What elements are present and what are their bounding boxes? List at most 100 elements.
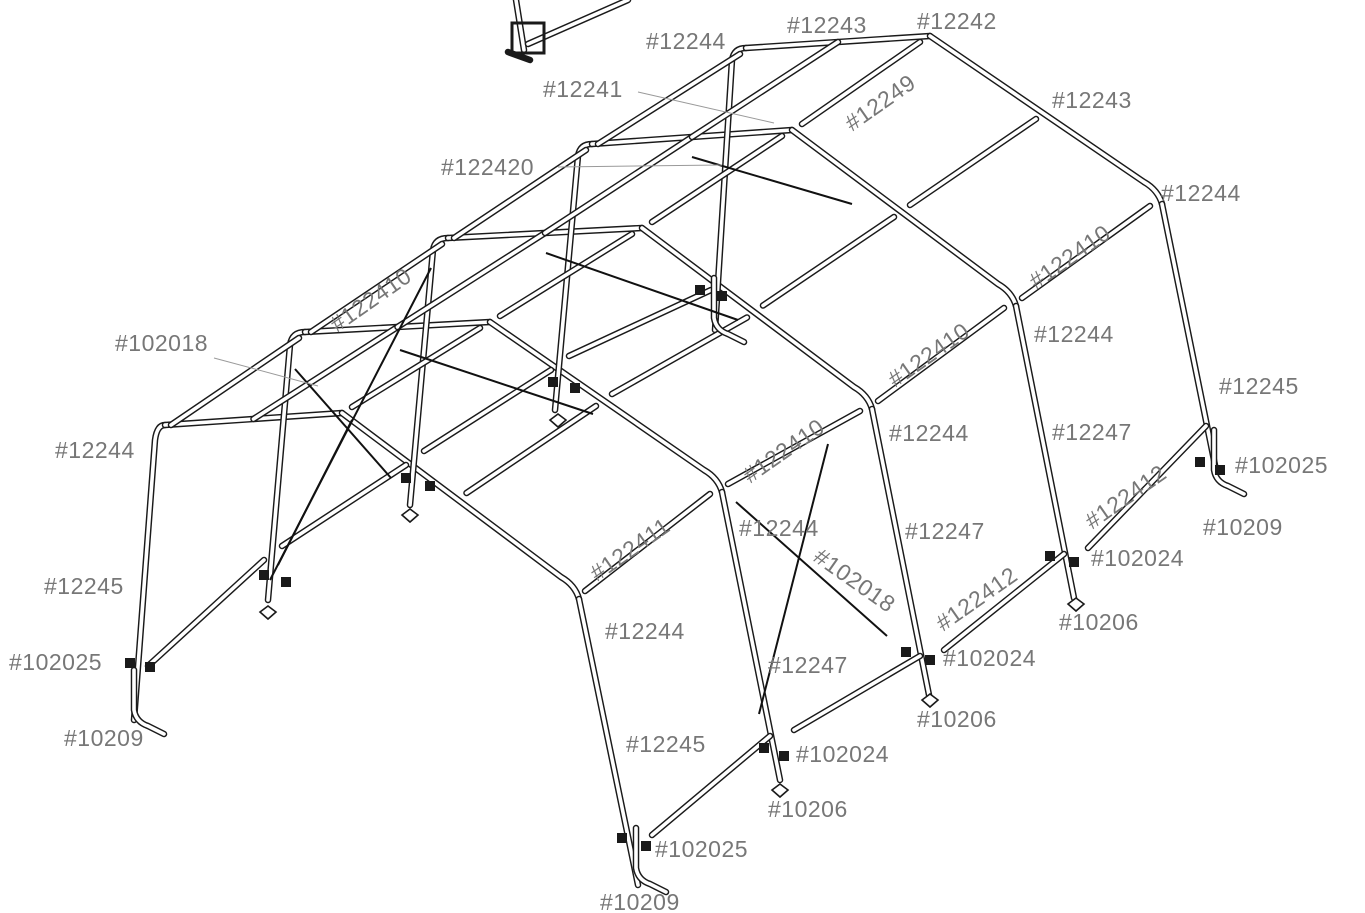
purlin-segment [565, 286, 715, 360]
corner-clamp [570, 383, 580, 393]
part-label: #12241 [543, 76, 623, 102]
part-label: #10209 [64, 725, 144, 751]
part-label: #10206 [1059, 609, 1139, 635]
part-label: #12244 [646, 28, 726, 54]
bow-right-leg [575, 595, 642, 889]
purlin-segment [1018, 202, 1154, 302]
part-label: #102018 [115, 330, 208, 356]
part-label: #122412 [1080, 459, 1171, 534]
bracing-cables [269, 156, 888, 715]
corner-clamp [281, 577, 291, 587]
part-label: #122410 [738, 413, 829, 488]
part-label: #102024 [796, 741, 889, 767]
corner-clamp [1215, 465, 1225, 475]
corner-clamp [901, 647, 911, 657]
purlin-segment [648, 132, 786, 226]
purlin-segment [724, 407, 864, 488]
part-label: #10209 [1203, 514, 1283, 540]
corner-clamp [145, 662, 155, 672]
part-label: #12245 [626, 731, 706, 757]
purlin-segment [167, 334, 303, 429]
purlin-segment [798, 38, 924, 128]
part-label: #12242 [917, 8, 997, 34]
base-plate [770, 783, 790, 799]
purlin-segment [790, 652, 924, 734]
purlin-segment [648, 732, 774, 839]
bow-right-rafter [926, 32, 1166, 208]
purlin-segment [759, 213, 898, 309]
corner-clamp [617, 833, 627, 843]
part-label: #12243 [1052, 87, 1132, 113]
part-label: #122411 [585, 512, 675, 586]
corner-clamp [401, 473, 411, 483]
hardware [125, 285, 1225, 851]
part-label: #12244 [739, 515, 819, 541]
base-plate [920, 693, 940, 709]
part-label: #12243 [787, 12, 867, 38]
part-label: #10206 [768, 796, 848, 822]
part-label: #12247 [905, 518, 985, 544]
part-label: #12244 [889, 420, 969, 446]
back-left-foot [710, 274, 748, 346]
purlin-segment [688, 38, 842, 141]
bow-left-leg [264, 328, 309, 604]
base-plate [548, 413, 568, 429]
purlin-segment [144, 556, 268, 670]
inset-detail [504, 0, 632, 64]
corner-clamp [1069, 557, 1079, 567]
corner-clamp [125, 658, 135, 668]
corner-clamp [425, 481, 435, 491]
part-label: #12244 [1034, 321, 1114, 347]
bow-right-leg [718, 488, 784, 784]
corner-clamp [759, 743, 769, 753]
purlin-segment [541, 133, 696, 237]
part-label: #12245 [1219, 373, 1299, 399]
corner-clamp [1195, 457, 1205, 467]
bow-right-leg [1012, 302, 1078, 602]
part-label: #12247 [768, 652, 848, 678]
part-label: #102025 [655, 836, 748, 862]
purlin-segment [581, 490, 714, 595]
front-right-foot [632, 824, 670, 896]
purlin-segment [463, 402, 600, 497]
part-label: #122410 [1024, 219, 1115, 294]
purlin-segment [496, 230, 636, 320]
part-label: #102024 [943, 645, 1036, 671]
corner-clamp [779, 751, 789, 761]
corner-clamp [695, 285, 705, 295]
purlin-segment [250, 323, 401, 423]
part-label: #12244 [55, 437, 135, 463]
purlin-segment [450, 146, 590, 242]
part-label: #10209 [600, 889, 680, 913]
corner-clamp [925, 655, 935, 665]
corner-clamp [259, 570, 269, 580]
purlin-segment [1084, 422, 1210, 552]
corner-clamp [641, 841, 651, 851]
back-right-foot [1210, 426, 1248, 498]
part-label: #122410 [883, 317, 974, 392]
base-plate [258, 605, 278, 621]
frame-pipes [130, 32, 1248, 896]
purlin-segment [307, 240, 446, 336]
base-plate [400, 508, 420, 524]
part-label: #10206 [917, 706, 997, 732]
part-label: #12245 [44, 573, 124, 599]
part-label: #12249 [840, 69, 920, 136]
purlin-segment [906, 115, 1040, 209]
corner-clamp [717, 291, 727, 301]
corner-clamp [548, 377, 558, 387]
bow-right-rafter [486, 318, 726, 496]
bow-left-leg [130, 421, 169, 724]
part-label: #12247 [1052, 419, 1132, 445]
part-labels: #12244 #12243 #12242 #12241 #12249 #1224… [9, 8, 1328, 913]
part-label: #102024 [1091, 545, 1184, 571]
base-plate [1066, 597, 1086, 613]
part-label: #12244 [1161, 180, 1241, 206]
purlin-segment [394, 229, 549, 331]
purlin-segment [940, 550, 1068, 654]
bow-right-leg [1158, 200, 1220, 474]
part-label: #102025 [1235, 452, 1328, 478]
bow-left-leg [711, 44, 750, 334]
part-label: #12244 [605, 618, 685, 644]
